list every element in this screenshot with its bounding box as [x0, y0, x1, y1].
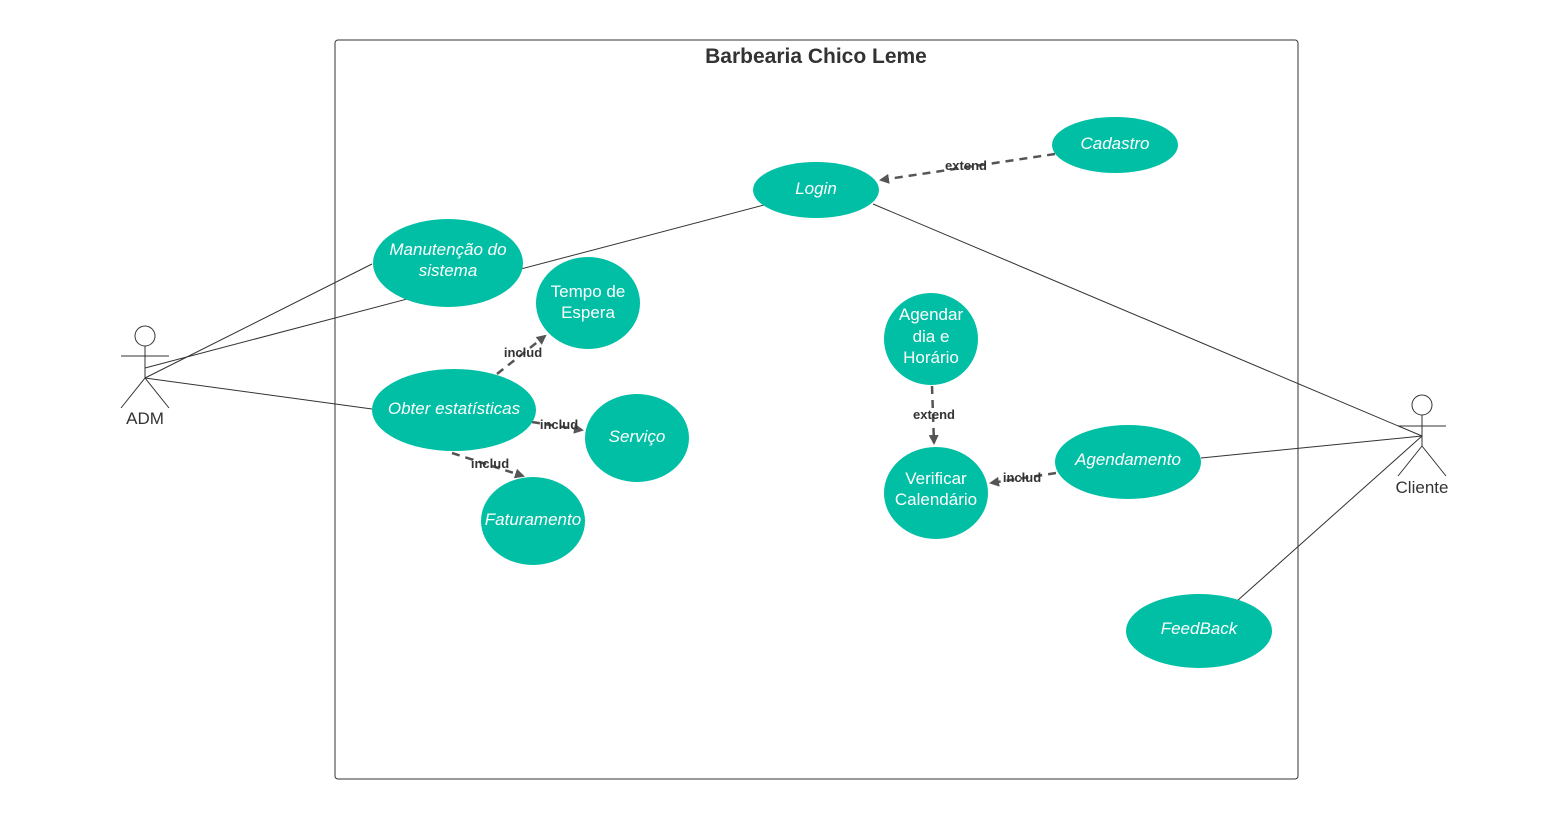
- actor-adm[interactable]: [120, 325, 170, 409]
- use-case-agendamento[interactable]: Agendamento: [1055, 425, 1201, 499]
- use-case-servico[interactable]: Serviço: [585, 394, 689, 482]
- assoc-adm-stats: [144, 377, 373, 410]
- dep-stats-tempo: [496, 334, 547, 375]
- use-case-label: Espera: [561, 303, 615, 322]
- actor-head: [1411, 394, 1433, 416]
- use-case-label: Manutenção do: [389, 240, 506, 259]
- dep-agendar-verificar: [928, 385, 939, 445]
- use-case-cadastro[interactable]: Cadastro: [1052, 117, 1178, 173]
- use-case-label: Agendamento: [1074, 450, 1181, 469]
- use-case-tempo-de-espera[interactable]: Tempo de Espera: [536, 257, 640, 349]
- use-case-label: Agendar: [899, 305, 964, 324]
- actor-right-leg: [1421, 445, 1447, 477]
- use-case-label: Tempo de: [551, 282, 626, 301]
- label-includ-agendamento: includ: [1003, 470, 1041, 485]
- use-case-label: FeedBack: [1161, 619, 1239, 638]
- label-extend-agendar: extend: [913, 407, 955, 422]
- use-case-agendar-dia-e-horario[interactable]: Agendar dia e Horário: [884, 293, 978, 385]
- assoc-adm-manutencao: [144, 263, 373, 379]
- dep-cadastro-login: [879, 152, 1056, 184]
- actor-left-leg: [1397, 445, 1423, 477]
- use-case-label: Verificar: [905, 469, 967, 488]
- actor-head: [134, 325, 156, 347]
- use-case-feedback[interactable]: FeedBack: [1126, 594, 1272, 668]
- label-includ-servico: includ: [540, 417, 578, 432]
- use-case-faturamento[interactable]: Faturamento: [481, 477, 585, 565]
- label-includ-tempo: includ: [504, 345, 542, 360]
- associations: [144, 203, 1423, 602]
- use-case-label: dia e: [913, 327, 950, 346]
- use-case-label: Serviço: [609, 427, 666, 446]
- actor-left-leg: [120, 377, 146, 409]
- use-case-label: sistema: [419, 261, 478, 280]
- dep-stats-servico: [531, 420, 584, 434]
- use-case-label: Faturamento: [485, 510, 581, 529]
- use-case-login[interactable]: Login: [753, 162, 879, 218]
- use-case-label: Obter estatísticas: [388, 399, 521, 418]
- assoc-cliente-login: [872, 203, 1423, 437]
- dep-stats-faturamento: [451, 451, 525, 479]
- label-extend-cadastro: extend: [945, 158, 987, 173]
- actor-cliente-label: Cliente: [1396, 478, 1449, 497]
- relation-labels: extend includ includ includ extend inclu…: [471, 158, 1041, 485]
- use-case-label: Login: [795, 179, 837, 198]
- use-case-obter-estatisticas[interactable]: Obter estatísticas: [372, 369, 536, 451]
- use-case-verificar-calendario[interactable]: Verificar Calendário: [884, 447, 988, 539]
- assoc-cliente-feedback: [1236, 435, 1423, 602]
- assoc-cliente-agendamento: [1200, 435, 1423, 459]
- use-case-label: Calendário: [895, 490, 977, 509]
- system-title: Barbearia Chico Leme: [705, 45, 927, 68]
- actor-cliente[interactable]: [1397, 394, 1447, 477]
- use-case-manutencao-do-sistema[interactable]: Manutenção do sistema: [373, 219, 523, 307]
- actor-adm-label: ADM: [126, 409, 164, 428]
- actor-right-leg: [144, 377, 170, 409]
- system-boundary: [334, 39, 1299, 780]
- label-includ-faturamento: includ: [471, 456, 509, 471]
- use-case-label: Cadastro: [1081, 134, 1150, 153]
- dependencies: [451, 152, 1057, 487]
- dep-agendamento-verificar: [989, 471, 1057, 487]
- use-case-label: Horário: [903, 348, 959, 367]
